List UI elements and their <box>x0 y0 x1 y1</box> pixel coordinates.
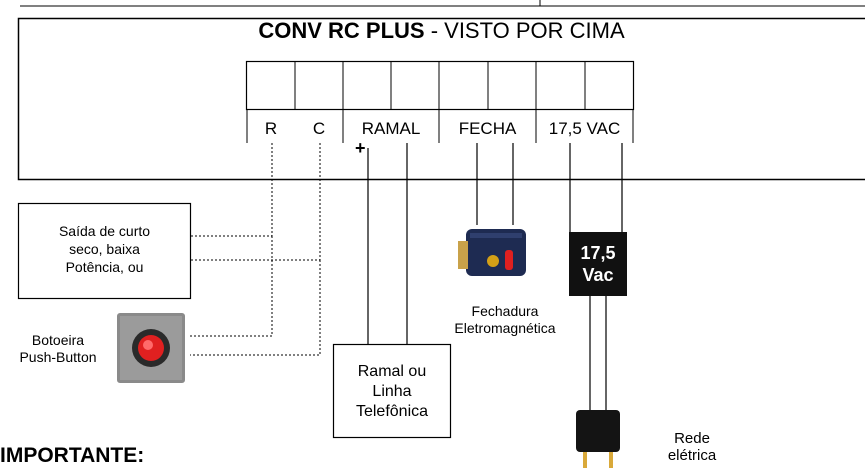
power-grid-line-2: elétrica <box>667 447 717 464</box>
terminal-r-label: R <box>264 119 278 138</box>
board-model: CONV RC PLUS <box>258 18 425 43</box>
phone-line-text: Ramal ou Linha Telefônica <box>334 362 450 422</box>
terminal-vac-label: 17,5 VAC <box>548 119 621 138</box>
power-plug-icon <box>576 410 620 468</box>
push-button-label: Botoeira Push-Button <box>0 332 116 366</box>
board-view: - VISTO POR CIMA <box>424 18 625 43</box>
terminal-ramal-label: RAMAL <box>361 119 421 138</box>
transformer-box: 17,5 Vac <box>569 232 627 296</box>
lock-icon <box>458 229 526 276</box>
terminal-fecha-label: FECHA <box>458 119 517 138</box>
power-grid-line-1: Rede <box>674 430 710 447</box>
dry-contact-text: Saída de curto seco, baixa Potência, ou <box>19 222 190 276</box>
vac-wires <box>569 143 623 410</box>
dry-contact-box <box>17 202 192 300</box>
phone-line-1: Ramal ou <box>357 363 427 380</box>
polarity-plus: + <box>355 138 366 158</box>
lock-label: Fechadura Eletromagnética <box>440 303 570 337</box>
dry-contact-line-2: seco, baixa <box>69 241 140 257</box>
dotted-wires <box>190 143 321 356</box>
terminal-block <box>245 60 635 143</box>
dry-contact-line-3: Potência, ou <box>65 259 144 275</box>
push-button-icon <box>117 313 185 383</box>
phone-line-2: Linha <box>372 383 412 400</box>
importante-heading: IMPORTANTE: <box>0 444 145 467</box>
board-outline <box>17 17 865 181</box>
power-grid-label: Rede elétrica <box>650 430 734 464</box>
push-button-line-2: Push-Button <box>19 349 97 365</box>
lock-wires <box>476 143 514 225</box>
transformer-line-2: Vac <box>582 265 614 285</box>
ramal-wires <box>367 143 408 344</box>
phone-line-box <box>332 343 452 439</box>
terminal-c-label: C <box>312 119 326 138</box>
dry-contact-line-1: Saída de curto <box>58 223 151 239</box>
lock-line-1: Fechadura <box>471 303 539 319</box>
board-title: CONV RC PLUS - VISTO POR CIMA <box>18 18 865 44</box>
transformer-line-1: 17,5 <box>580 243 616 263</box>
push-button-line-1: Botoeira <box>31 332 85 348</box>
lock-line-2: Eletromagnética <box>454 320 556 336</box>
phone-line-3: Telefônica <box>355 403 429 420</box>
